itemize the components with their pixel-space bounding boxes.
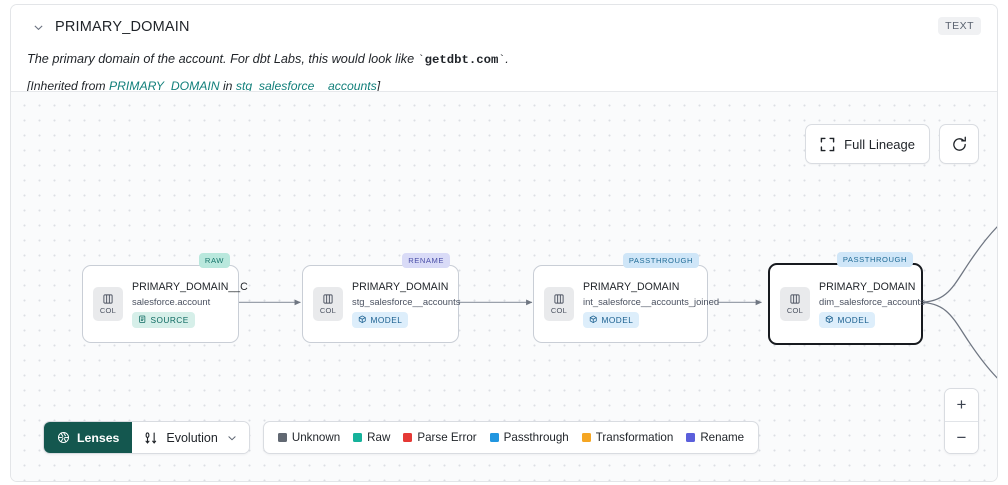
node-body: PRIMARY_DOMAIN dim_salesforce_accounts M… — [819, 280, 925, 328]
backtick-close: ` — [498, 54, 506, 67]
zoom-out-button[interactable]: − — [945, 421, 978, 453]
lenses-button[interactable]: Lenses — [44, 422, 133, 453]
node-lens-tag: RENAME — [402, 253, 450, 268]
title-row: PRIMARY_DOMAIN — [27, 15, 981, 39]
inherited-column-link[interactable]: PRIMARY_DOMAIN — [108, 78, 220, 93]
description-text: The primary domain of the account. For d… — [27, 52, 418, 66]
inherited-from-line: [Inherited from PRIMARY_DOMAIN in stg_sa… — [27, 79, 981, 93]
legend-item: Passthrough — [489, 431, 569, 444]
col-chip-label: COL — [550, 306, 568, 315]
legend-item: Raw — [353, 431, 390, 444]
node-table-name: salesforce.account — [132, 295, 211, 307]
cube-icon — [358, 315, 366, 324]
lineage-node[interactable]: RAW COL PRIMARY_DOMAIN__C salesforce.acc… — [82, 253, 248, 343]
aperture-icon — [57, 431, 70, 444]
node-table-name: dim_salesforce_accounts — [819, 295, 925, 307]
full-lineage-label: Full Lineage — [844, 136, 915, 152]
node-kind-badge: MODEL — [352, 311, 409, 328]
cube-icon — [825, 315, 833, 324]
backtick-open: ` — [417, 54, 425, 67]
cube-icon — [589, 315, 597, 324]
legend-label: Rename — [700, 431, 745, 444]
evolution-dropdown[interactable]: Evolution — [132, 422, 249, 453]
inherited-prefix: [Inherited from — [27, 78, 109, 93]
evolution-flow-icon — [144, 431, 158, 445]
lineage-node-selected[interactable]: PASSTHROUGH COL PRIMARY_DOMAIN dim_sales… — [768, 252, 925, 345]
legend-item: Rename — [686, 431, 744, 444]
legend-label: Passthrough — [503, 431, 569, 444]
legend-label: Transformation — [595, 431, 674, 444]
node-column-name: PRIMARY_DOMAIN — [819, 280, 916, 293]
node-kind-label: MODEL — [837, 314, 870, 325]
node-table-name: int_salesforce__accounts_joined — [583, 295, 720, 307]
legend-label: Parse Error — [417, 431, 477, 444]
node-body: PRIMARY_DOMAIN__C salesforce.account SOU… — [132, 280, 248, 328]
legend-swatch — [353, 433, 363, 442]
legend-swatch — [403, 433, 413, 442]
refresh-button[interactable] — [939, 124, 979, 164]
zoom-in-button[interactable]: + — [945, 389, 978, 421]
expand-corners-icon — [820, 137, 835, 152]
lenses-label: Lenses — [77, 430, 120, 445]
chevron-down-icon — [226, 432, 238, 444]
chevron-down-icon[interactable] — [31, 20, 45, 34]
lens-control-group: Lenses Evolution — [43, 421, 250, 454]
datatype-badge: TEXT — [938, 17, 981, 35]
legend-swatch — [686, 433, 696, 442]
legend-swatch — [489, 433, 499, 442]
card-header: PRIMARY_DOMAIN TEXT The primary domain o… — [11, 5, 997, 93]
node-column-name: PRIMARY_DOMAIN — [352, 280, 449, 293]
legend-label: Raw — [367, 431, 391, 444]
legend-item: Unknown — [277, 431, 341, 444]
inherited-mid: in — [219, 78, 236, 93]
col-chip-label: COL — [99, 306, 117, 315]
inherited-model-link[interactable]: stg_salesforce__accounts — [235, 78, 377, 93]
lineage-legend: Unknown Raw Parse Error Passthrough — [262, 421, 760, 454]
canvas-top-controls: Full Lineage — [805, 124, 979, 164]
canvas-bottom-bar: Lenses Evolution — [43, 421, 760, 454]
node-column-name: PRIMARY_DOMAIN — [583, 280, 680, 293]
columns-icon: COL — [93, 287, 123, 321]
node-body: PRIMARY_DOMAIN int_salesforce__accounts_… — [583, 280, 720, 328]
document-icon — [139, 315, 146, 324]
refresh-icon — [951, 136, 968, 153]
columns-icon: COL — [544, 287, 574, 321]
col-chip-label: COL — [319, 306, 337, 315]
description-code: getdbt.com — [424, 53, 499, 67]
node-kind-badge: SOURCE — [132, 311, 195, 328]
column-detail-card: PRIMARY_DOMAIN TEXT The primary domain o… — [10, 4, 998, 482]
column-description: The primary domain of the account. For d… — [27, 50, 981, 70]
inherited-suffix: ] — [376, 78, 381, 93]
full-lineage-button[interactable]: Full Lineage — [805, 124, 930, 164]
columns-icon: COL — [780, 287, 810, 321]
legend-swatch — [581, 433, 591, 442]
evolution-label: Evolution — [166, 430, 218, 445]
node-kind-label: SOURCE — [150, 314, 189, 325]
node-column-name: PRIMARY_DOMAIN__C — [132, 280, 248, 293]
columns-icon: COL — [313, 287, 343, 321]
lineage-node[interactable]: PASSTHROUGH COL PRIMARY_DOMAIN int_sales… — [533, 253, 720, 343]
node-kind-badge: MODEL — [583, 311, 640, 328]
node-kind-label: MODEL — [370, 314, 403, 325]
node-lens-tag: PASSTHROUGH — [836, 252, 913, 267]
legend-item: Parse Error — [403, 431, 477, 444]
legend-swatch — [277, 433, 287, 442]
node-kind-badge: MODEL — [819, 311, 876, 328]
lineage-node[interactable]: RENAME COL PRIMARY_DOMAIN stg_salesforce… — [302, 253, 461, 343]
node-lens-tag: PASSTHROUGH — [622, 253, 699, 268]
legend-item: Transformation — [581, 431, 674, 444]
node-kind-label: MODEL — [601, 314, 634, 325]
node-table-name: stg_salesforce__accounts — [352, 295, 461, 307]
lineage-canvas[interactable]: Full Lineage RAW — [11, 91, 997, 481]
col-chip-label: COL — [786, 306, 804, 315]
zoom-controls: + − — [944, 388, 979, 454]
legend-label: Unknown — [291, 431, 341, 444]
node-body: PRIMARY_DOMAIN stg_salesforce__accounts … — [352, 280, 461, 328]
page-title: PRIMARY_DOMAIN — [55, 19, 190, 35]
description-period: . — [505, 52, 509, 66]
node-lens-tag: RAW — [198, 253, 230, 268]
